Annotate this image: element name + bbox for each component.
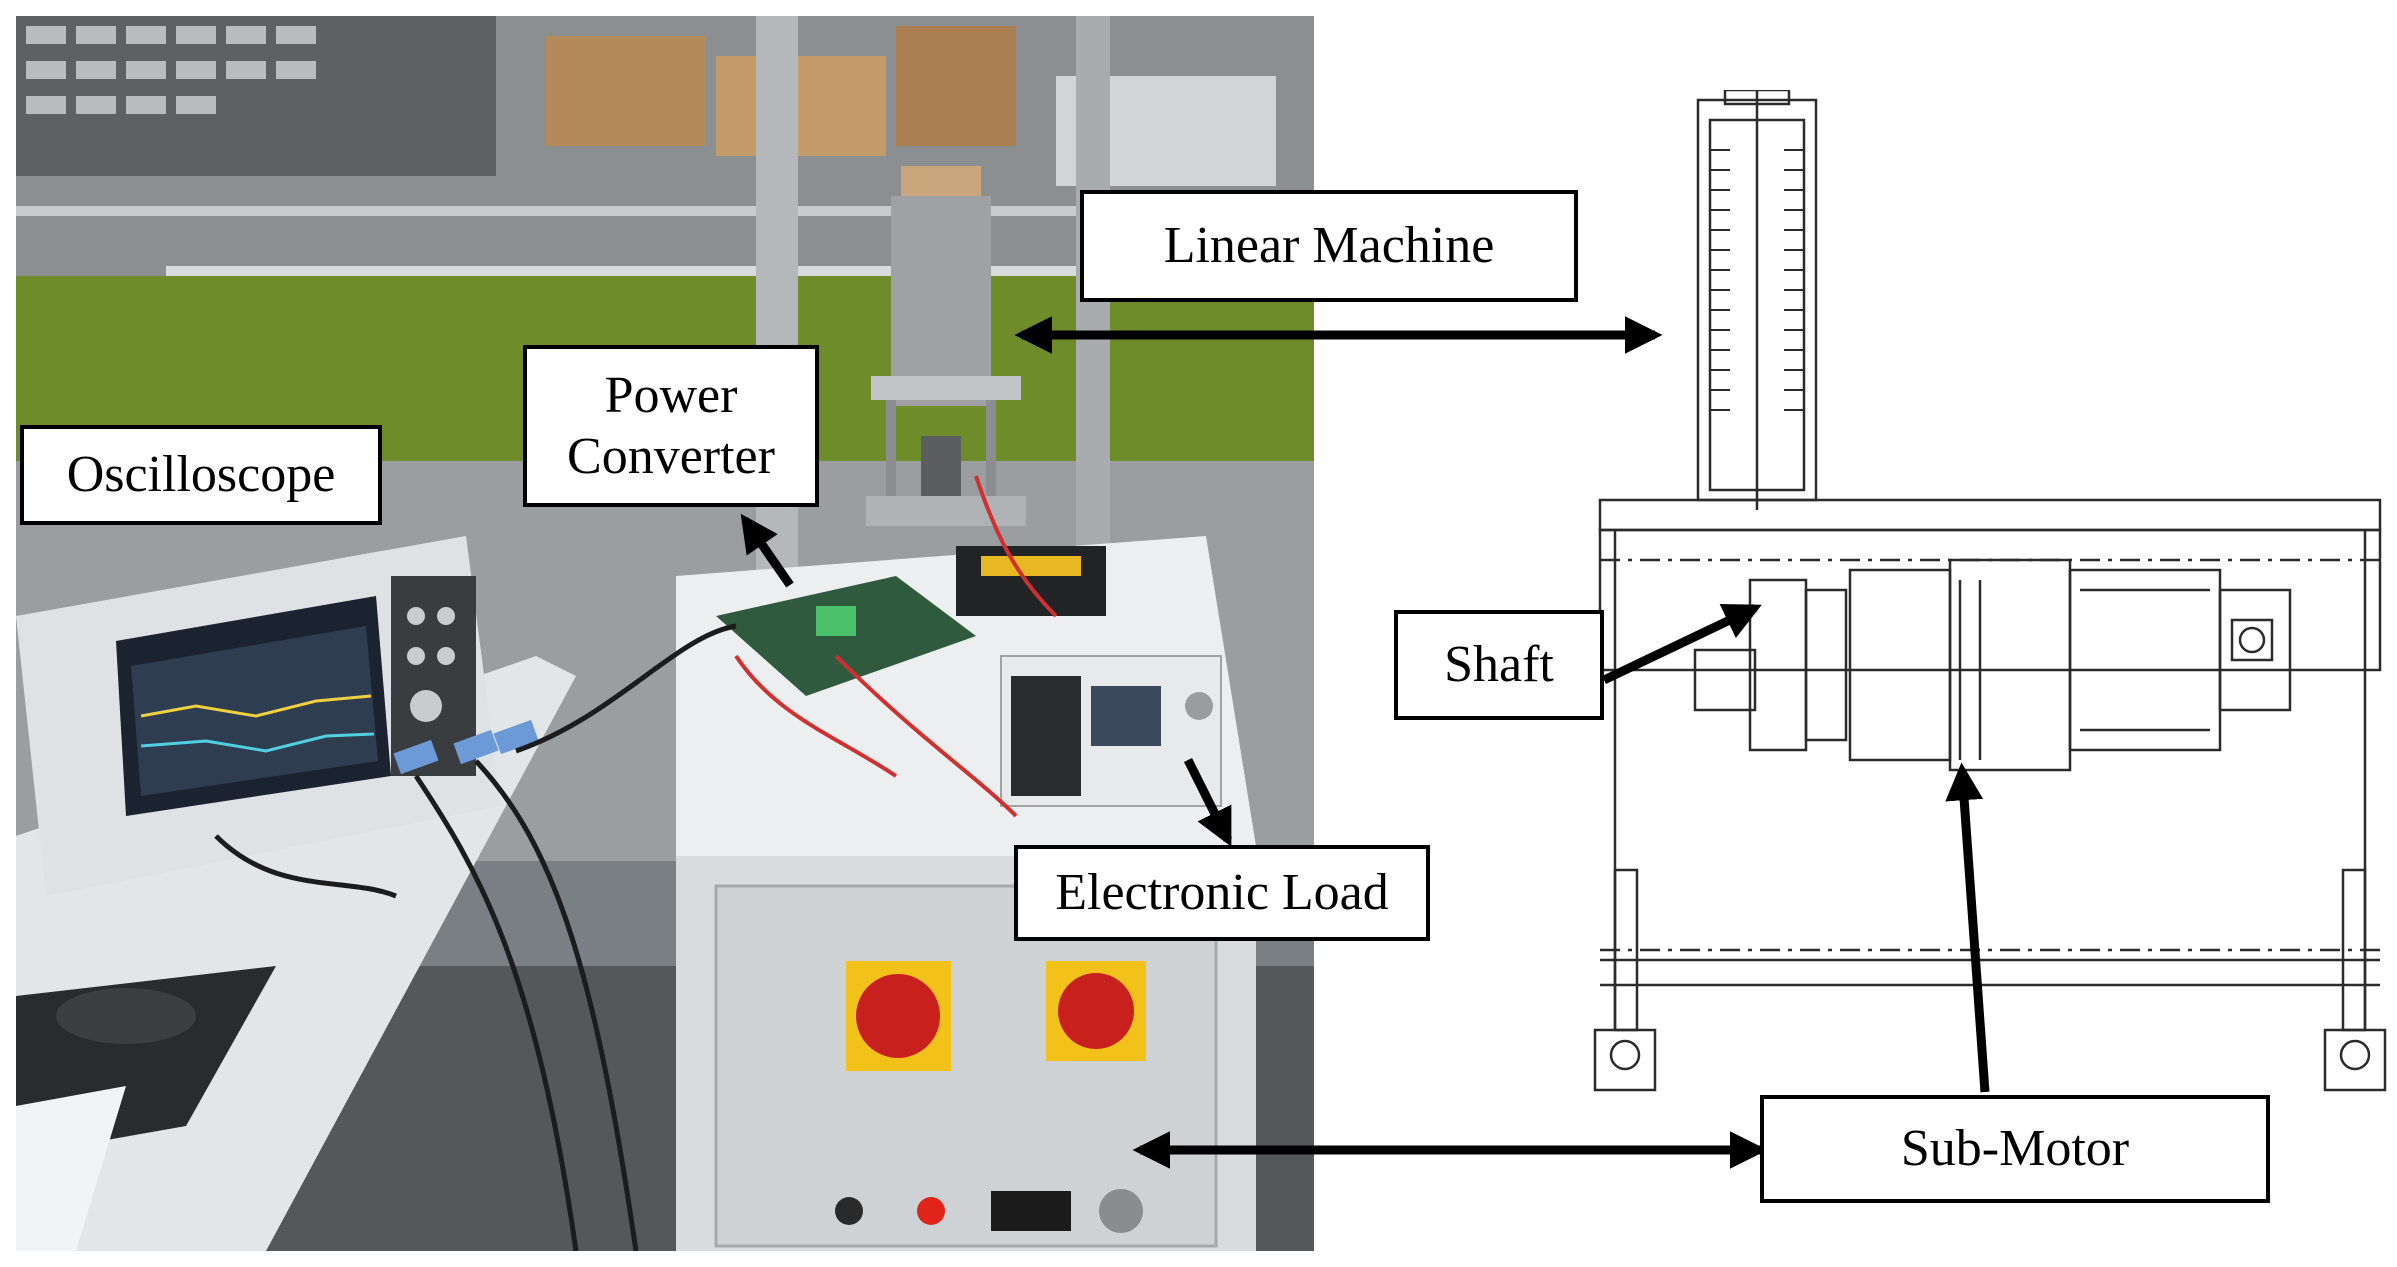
lab-photo-scene [16, 16, 1314, 1251]
machine-drawing [1560, 90, 2390, 1100]
electronic-load-label: Electronic Load [1014, 845, 1430, 941]
sub-motor-label: Sub-Motor [1760, 1095, 2270, 1203]
machine-drawing-lines [1593, 90, 2387, 1092]
linear-machine-label: Linear Machine [1080, 190, 1578, 302]
oscilloscope-label: Oscilloscope [20, 425, 382, 525]
power-converter-label: Power Converter [523, 345, 819, 507]
shaft-label: Shaft [1394, 610, 1604, 720]
